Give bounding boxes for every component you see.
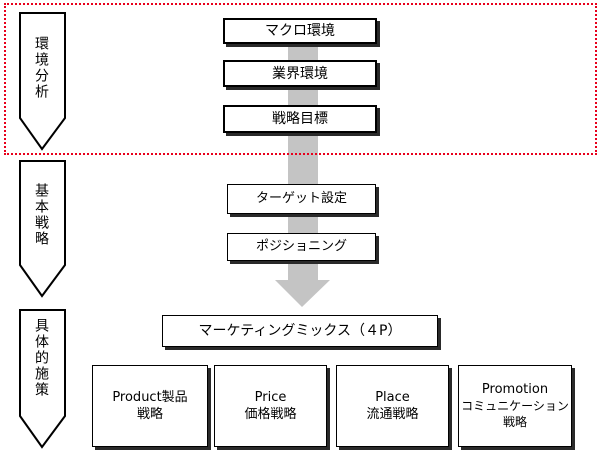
four-p-price: Price 価格戦略: [214, 365, 327, 447]
phase-chevron-tactics: [19, 309, 66, 449]
four-p-price-line2: 価格戦略: [244, 407, 297, 422]
phase-label-tactics: 具体的施策: [33, 318, 49, 398]
step-macro-environment: マクロ環境: [223, 18, 377, 44]
four-p-place-line1: Place: [375, 390, 410, 405]
phase-label-analysis: 環境分析: [33, 36, 49, 100]
step-industry-environment: 業界環境: [223, 60, 377, 87]
four-p-promotion-line2: コミュニケーション: [461, 399, 569, 413]
four-p-promotion: Promotion コミュニケーション 戦略: [458, 365, 572, 447]
four-p-product: Product製品 戦略: [92, 365, 208, 447]
four-p-place: Place 流通戦略: [336, 365, 449, 447]
four-p-promotion-line3: 戦略: [502, 415, 527, 429]
four-p-product-line1: Product製品: [112, 390, 188, 405]
phase-chevron-strategy: [19, 160, 66, 298]
four-p-place-line2: 流通戦略: [366, 407, 419, 422]
step-positioning: ポジショニング: [227, 233, 376, 261]
four-p-product-line2: 戦略: [136, 407, 163, 422]
flow-arrow-head: [275, 280, 330, 307]
environment-analysis-highlight: [4, 3, 597, 155]
step-marketing-mix: マーケティングミックス（４P）: [162, 315, 438, 347]
step-targeting: ターゲット設定: [227, 184, 376, 214]
phase-chevron-analysis: [19, 12, 66, 151]
four-p-promotion-line1: Promotion: [481, 382, 549, 397]
phase-label-strategy: 基本戦略: [33, 183, 49, 247]
step-strategic-goal: 戦略目標: [223, 105, 377, 133]
four-p-price-line1: Price: [254, 390, 287, 405]
